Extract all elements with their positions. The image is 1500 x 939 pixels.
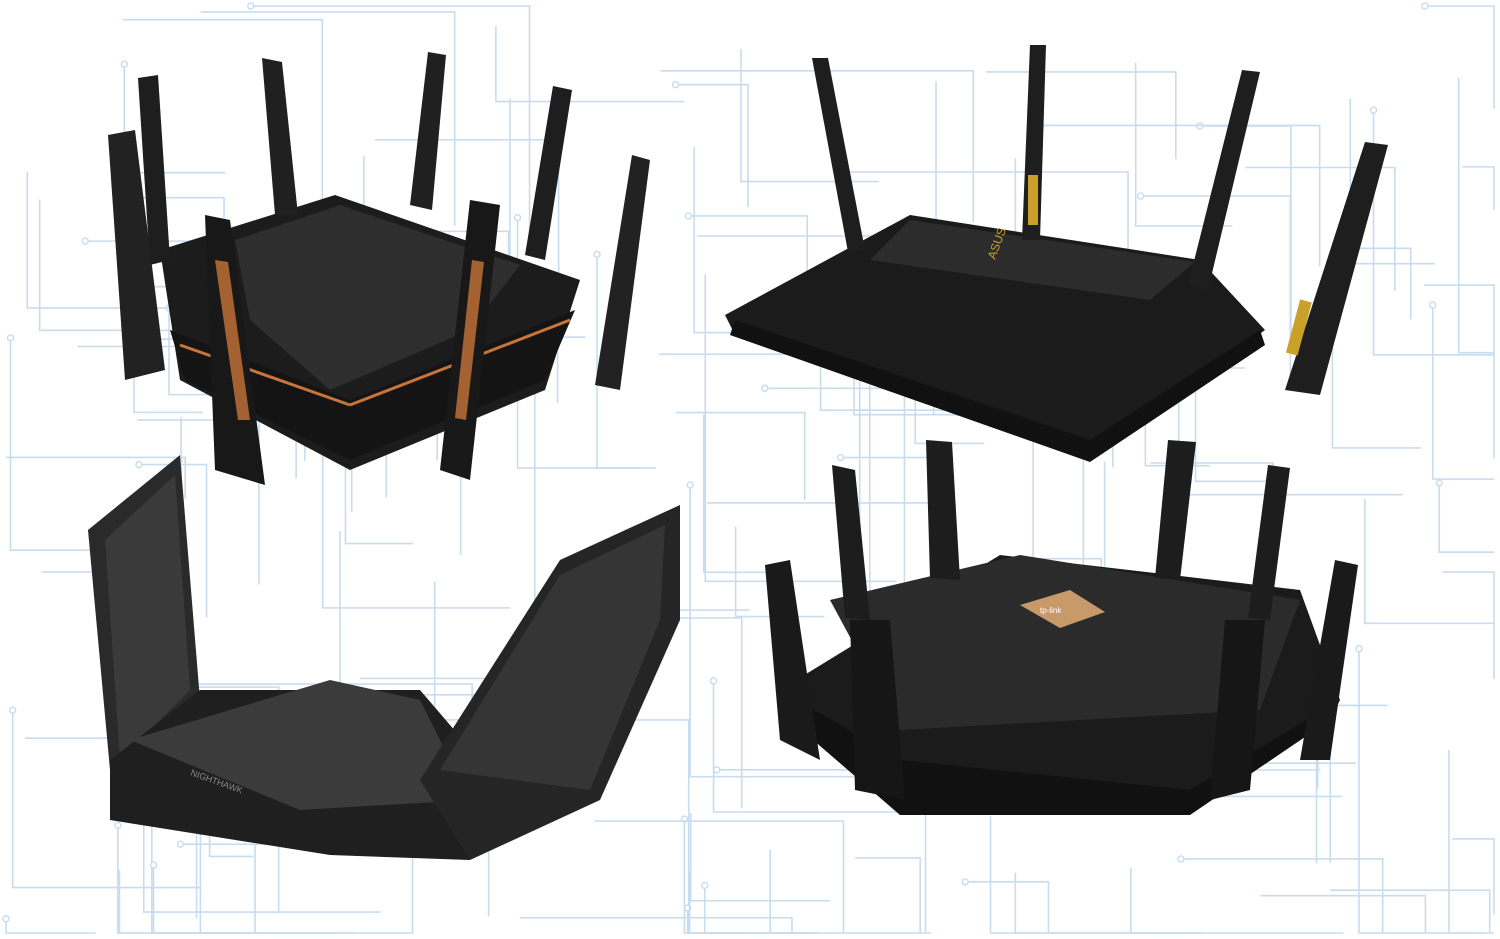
- circuit-line: [965, 881, 1050, 933]
- nighthawk-router-image: NIGHTHAWK: [88, 455, 680, 860]
- circuit-node: [761, 384, 769, 393]
- circuit-line: [11, 710, 201, 889]
- circuit-line: [1358, 648, 1482, 934]
- circuit-node: [81, 237, 89, 245]
- circuit-line: [495, 25, 685, 103]
- circuit-line: [855, 857, 921, 933]
- tplink-router-image: tp-link: [765, 440, 1358, 815]
- circuit-line: [1442, 571, 1495, 680]
- circuit-node: [2, 915, 10, 923]
- circuit-line: [596, 254, 638, 469]
- circuit-node: [8, 706, 17, 714]
- circuit-node: [1369, 106, 1378, 114]
- circuit-line: [152, 864, 359, 934]
- circuit-node: [593, 250, 601, 259]
- circuit-node: [713, 766, 721, 774]
- circuit-line: [1438, 483, 1494, 554]
- circuit-node: [1421, 2, 1429, 10]
- circuit-line: [676, 411, 806, 500]
- circuit-line: [1457, 77, 1494, 354]
- circuit-node: [686, 481, 694, 489]
- circuit-line: [703, 413, 774, 574]
- circuit-node: [1435, 479, 1443, 487]
- circuit-line: [689, 485, 865, 778]
- circuit-line: [1461, 166, 1495, 210]
- circuit-node: [1429, 301, 1437, 309]
- circuit-line: [1245, 166, 1396, 291]
- circuit-line: [1036, 124, 1321, 267]
- circuit-line: [1330, 889, 1491, 933]
- circuit-line: [769, 849, 812, 934]
- circuit-node: [6, 334, 15, 342]
- circuit-line: [688, 871, 745, 934]
- asus-router-image: ASUS: [725, 45, 1388, 462]
- circuit-line: [1344, 247, 1412, 320]
- circuit-node: [836, 453, 845, 462]
- circuit-node: [135, 460, 143, 469]
- circuit-line: [594, 820, 845, 933]
- circuit-node: [961, 878, 969, 886]
- circuit-line: [1431, 305, 1494, 480]
- circuit-line: [704, 274, 897, 583]
- circuit-node: [684, 212, 693, 220]
- circuit-line: [1424, 5, 1495, 109]
- circuit-line: [986, 71, 1177, 159]
- circuit-node: [709, 677, 718, 685]
- circuit-node: [513, 213, 522, 222]
- circuit-line: [1331, 323, 1422, 449]
- circuit-line: [200, 11, 456, 226]
- circuit-line: [250, 5, 531, 245]
- circuit-line: [138, 463, 208, 618]
- circuit-line: [1423, 284, 1495, 459]
- circuit-line: [1260, 894, 1427, 933]
- circuit-line: [122, 18, 324, 226]
- circuit-node: [1177, 855, 1185, 863]
- circuit-node: [1355, 645, 1363, 653]
- circuit-line: [6, 456, 187, 499]
- circuit-line: [1014, 872, 1207, 934]
- circuit-node: [114, 821, 122, 829]
- circuit-line: [1134, 62, 1233, 227]
- circuit-node: [247, 2, 255, 10]
- circuit-line: [675, 83, 749, 208]
- circuit-node: [120, 60, 129, 68]
- rog-router-image: [108, 52, 650, 485]
- circuit-line: [1180, 858, 1384, 933]
- circuit-node: [176, 840, 185, 848]
- circuit-line: [5, 918, 96, 934]
- circuit-node: [149, 861, 158, 869]
- circuit-line: [1364, 498, 1494, 625]
- circuit-line: [1452, 838, 1495, 915]
- circuit-line: [712, 680, 952, 813]
- circuit-node: [701, 881, 709, 890]
- svg-text:tp-link: tp-link: [1040, 606, 1062, 615]
- circuit-node: [671, 80, 680, 89]
- circuit-node: [1136, 192, 1145, 200]
- circuit-line: [849, 171, 1129, 271]
- circuit-line: [520, 916, 793, 933]
- circuit-line: [740, 48, 879, 183]
- circuit-line: [689, 812, 830, 902]
